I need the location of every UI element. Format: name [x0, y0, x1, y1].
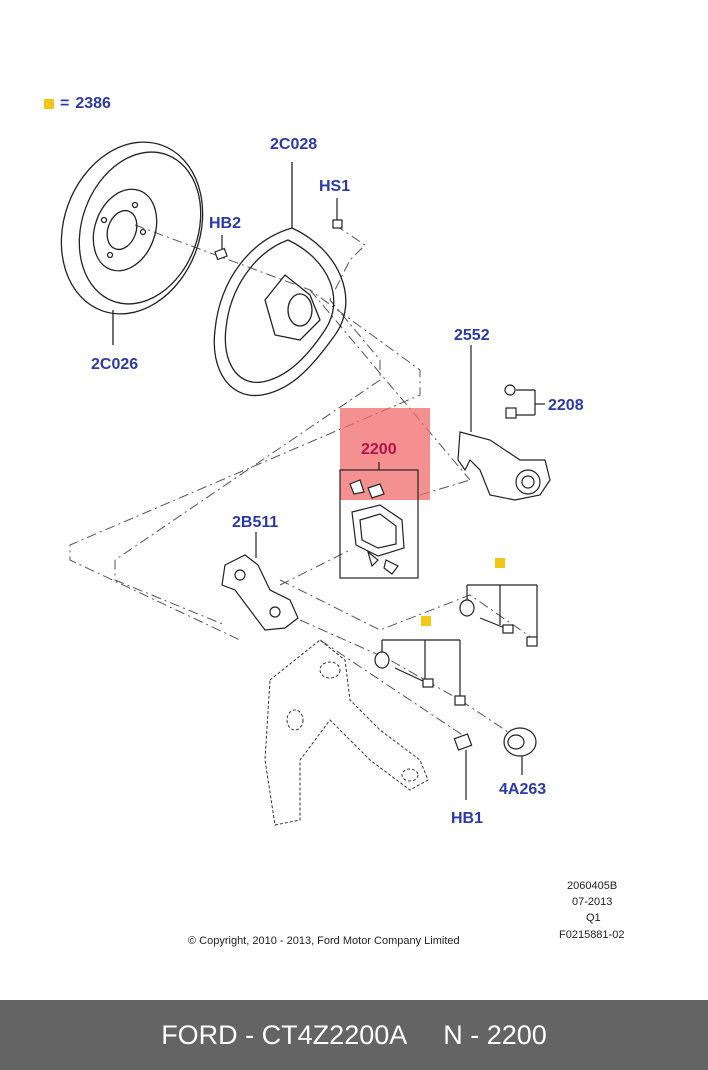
footer-bar: FORD - CT4Z2200A N - 2200 — [0, 1000, 708, 1070]
footer-part-number: FORD - CT4Z2200A — [161, 1019, 408, 1050]
label-2C026: 2C026 — [91, 356, 138, 373]
guide-pin-bolts-upper — [459, 584, 538, 647]
guide-pin-bolts-lower — [374, 639, 466, 706]
legend-marker-upper — [495, 558, 505, 568]
bolt-hb2-part — [214, 235, 228, 261]
legend-value: 2386 — [75, 95, 111, 112]
copyright: © Copyright, 2010 - 2013, Ford Motor Com… — [188, 935, 460, 947]
bolt-hb1-part — [453, 733, 473, 800]
bleeder-valve-part — [504, 384, 545, 419]
label-HB2: HB2 — [209, 215, 241, 232]
legend-square-icon — [44, 99, 54, 109]
caliper-bracket-part — [221, 532, 299, 631]
brake-rotor-part — [60, 141, 204, 345]
label-HS1: HS1 — [319, 178, 350, 195]
doc-date: 07-2013 — [572, 896, 613, 908]
legend: = 2386 — [44, 95, 111, 113]
legend-marker-lower — [421, 616, 431, 626]
doc-number: 2060405B — [567, 880, 618, 892]
footer-ref: N - 2200 — [443, 1019, 547, 1050]
hub-bearing-part — [503, 727, 537, 775]
label-2200: 2200 — [361, 441, 397, 458]
doc-quarter: Q1 — [586, 912, 601, 924]
brake-pad-kit-part — [339, 462, 419, 579]
label-2C028: 2C028 — [270, 136, 317, 153]
knuckle-part — [264, 639, 429, 826]
splash-shield-part — [213, 162, 347, 397]
figure-id: F0215881-02 — [559, 929, 625, 941]
label-2B511: 2B511 — [232, 514, 278, 531]
label-HB1: HB1 — [451, 810, 483, 827]
screw-hs1-part — [332, 198, 343, 229]
brake-caliper-part — [457, 345, 551, 501]
parts-diagram: 2C028 HS1 HB2 2C026 2552 2208 2200 2B511… — [60, 136, 584, 827]
label-2552: 2552 — [454, 327, 490, 344]
label-2208: 2208 — [548, 397, 584, 414]
legend-equals: = — [60, 95, 70, 112]
assembly-guide-lines — [69, 224, 536, 741]
label-4A263: 4A263 — [499, 781, 546, 798]
